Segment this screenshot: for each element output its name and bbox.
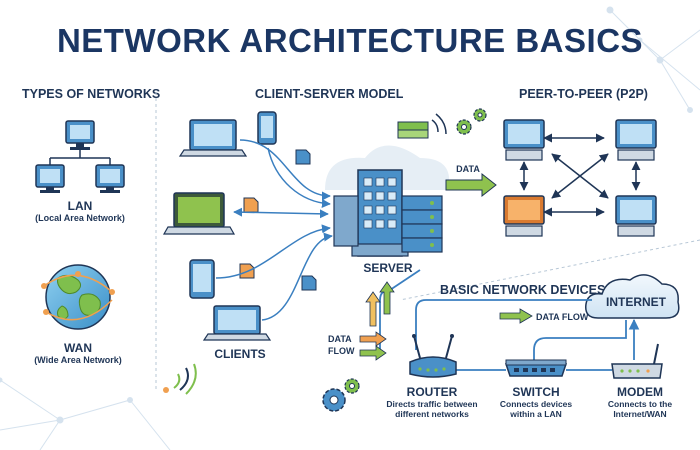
switch-description-line2: within a LAN <box>509 409 561 419</box>
gear-icon <box>344 378 360 394</box>
data-flow-up-arrow-icon <box>365 281 395 327</box>
document-icon <box>295 149 311 165</box>
clients-label: CLIENTS <box>214 347 265 361</box>
internet-label: INTERNET <box>606 295 667 309</box>
internet-cloud-icon <box>585 274 680 319</box>
client-tablet-icon <box>189 259 215 299</box>
client-laptop-icon <box>202 305 272 341</box>
section-peer-to-peer: PEER-TO-PEER (P2P) <box>519 87 648 101</box>
data-flow-right-arrow-icon <box>359 331 387 361</box>
client-laptop-green-icon <box>162 192 236 235</box>
switch-description-line1: Connects devices <box>500 399 573 409</box>
wifi-icon <box>431 113 447 135</box>
lan-diagram <box>35 120 125 193</box>
data-flow-arrow-icon <box>499 308 533 324</box>
server-label: SERVER <box>363 261 412 275</box>
p2p-links <box>519 133 641 217</box>
peer-computer-icon <box>615 195 657 237</box>
lan-computer-icon <box>95 164 125 193</box>
wan-description: (Wide Area Network) <box>34 355 122 365</box>
lan-computer-icon <box>35 164 65 193</box>
globe-icon <box>41 264 115 330</box>
document-icon <box>243 197 259 213</box>
wifi-signal-icon <box>163 363 197 395</box>
router-icon <box>409 334 457 378</box>
lan-description: (Local Area Network) <box>35 213 125 223</box>
switch-label: SWITCH <box>512 385 559 399</box>
modem-label: MODEM <box>617 385 663 399</box>
data-flow-label: DATA FLOW <box>536 312 589 322</box>
client-server-links <box>215 139 333 321</box>
gear-icon <box>456 119 472 135</box>
background-mesh <box>0 6 700 450</box>
separator-diagonal <box>399 239 700 301</box>
gear-icon <box>473 108 487 122</box>
server-cloud-bg <box>325 145 450 190</box>
wan-label: WAN <box>64 341 92 355</box>
document-icon <box>301 275 317 291</box>
server-building-icon <box>333 169 409 257</box>
section-types-of-networks: TYPES OF NETWORKS <box>22 87 160 101</box>
lan-computer-icon <box>65 120 95 150</box>
peer-computer-icon <box>615 119 657 161</box>
section-client-server: CLIENT-SERVER MODEL <box>255 87 404 101</box>
peer-computer-icon <box>503 119 545 161</box>
device-links <box>379 269 640 371</box>
modem-description-line1: Connects to the <box>608 399 672 409</box>
switch-icon <box>504 359 568 377</box>
lan-label: LAN <box>68 199 93 213</box>
router-description-line2: different networks <box>395 409 469 419</box>
page-title: NETWORK ARCHITECTURE BASICS <box>57 22 643 59</box>
router-description-line1: Directs traffic between <box>386 399 477 409</box>
mini-server-icon <box>397 121 429 139</box>
data-flow-left-line1: DATA <box>328 334 352 344</box>
gear-icon <box>322 388 346 412</box>
client-phone-icon <box>257 111 277 145</box>
server-rack-icon <box>401 195 443 253</box>
router-label: ROUTER <box>407 385 458 399</box>
client-laptop-icon <box>178 119 248 157</box>
data-label: DATA <box>456 164 480 174</box>
data-arrow-icon <box>445 172 497 198</box>
peer-computer-orange-icon <box>503 195 545 237</box>
section-basic-network-devices: BASIC NETWORK DEVICES <box>440 283 605 297</box>
modem-description-line2: Internet/WAN <box>613 409 666 419</box>
modem-icon <box>611 343 663 379</box>
data-flow-left-line2: FLOW <box>328 346 355 356</box>
